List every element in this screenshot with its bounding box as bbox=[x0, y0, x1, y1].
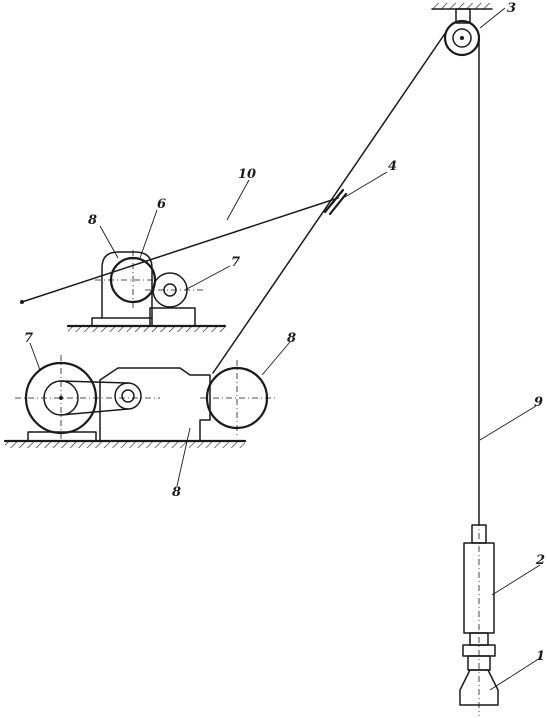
lower-winch bbox=[3, 355, 275, 448]
label-6-upper: 6 bbox=[157, 197, 166, 212]
label-1: 1 bbox=[536, 649, 545, 664]
guy-rope bbox=[21, 197, 339, 303]
ceiling-mount bbox=[431, 3, 493, 24]
label-9: 9 bbox=[534, 395, 543, 410]
inclined-rope bbox=[212, 31, 447, 374]
upper-winch bbox=[66, 250, 227, 332]
label-8-lower: 8 bbox=[172, 485, 181, 500]
label-2: 2 bbox=[535, 553, 545, 568]
label-7-upper: 7 bbox=[231, 255, 240, 270]
label-10: 10 bbox=[238, 167, 256, 182]
label-8-upper: 8 bbox=[88, 213, 97, 228]
top-pulley bbox=[443, 19, 481, 57]
label-4: 4 bbox=[388, 159, 397, 174]
rope-clamp bbox=[323, 188, 348, 216]
label-8-drum: 8 bbox=[287, 331, 296, 346]
leader-lines bbox=[29, 7, 541, 691]
label-3: 3 bbox=[507, 1, 516, 16]
suspended-tool bbox=[459, 520, 499, 716]
label-7-lower: 7 bbox=[24, 331, 33, 346]
